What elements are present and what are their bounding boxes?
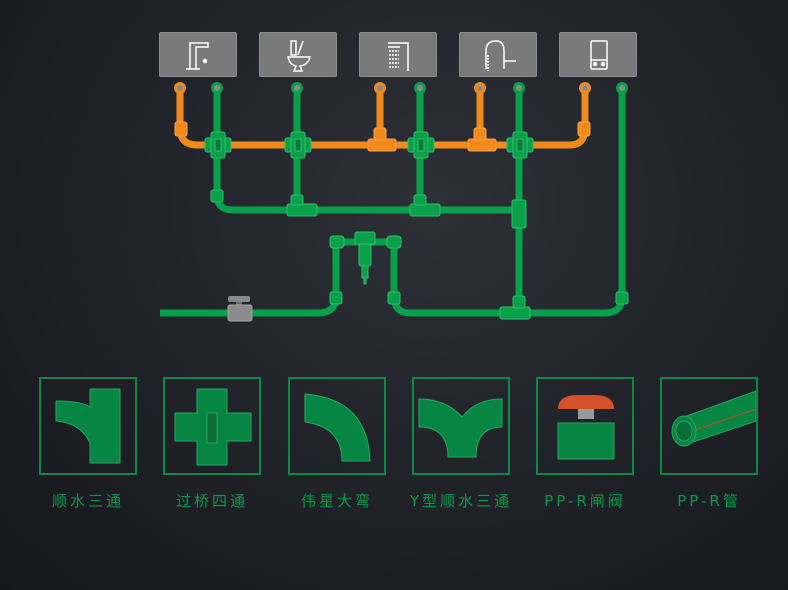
fixture-water-heater <box>559 32 637 77</box>
shower-icon <box>388 42 409 71</box>
pipe-icon <box>671 390 756 447</box>
part-smooth-tee <box>39 377 137 475</box>
part-label-bridge-cross: 过桥四通 <box>175 492 248 510</box>
fixture-toilet <box>259 32 337 77</box>
hot-cap <box>174 82 186 94</box>
elbow-filter-right <box>386 235 402 249</box>
cold-cap <box>414 82 426 94</box>
basin-faucet-icon <box>186 42 209 70</box>
hot-cap <box>474 82 486 94</box>
gate-valve-icon <box>557 395 615 460</box>
hot-cap <box>579 82 591 94</box>
part-pipe <box>660 377 758 475</box>
toilet-icon <box>287 40 311 72</box>
hot-cap <box>374 82 386 94</box>
hot-tee-kitchen-stem <box>473 127 487 141</box>
elbow-faucet <box>210 189 224 203</box>
hot-tee-shower-stem <box>373 127 387 141</box>
part-y-tee <box>412 377 510 475</box>
elbow-heater <box>615 291 629 305</box>
bridge-cross-icon <box>174 388 252 466</box>
large-elbow-icon <box>304 393 371 462</box>
water-filter-icon <box>354 231 376 285</box>
part-gate-valve <box>536 377 634 475</box>
part-label-smooth-tee: 顺水三通 <box>51 492 124 510</box>
tee-kitchen <box>511 199 527 229</box>
cold-water-pipes <box>160 88 626 317</box>
piping-diagram <box>160 82 629 322</box>
cold-pipe-inlet <box>160 245 340 317</box>
fixture-basin-faucet <box>159 32 237 77</box>
cold-cap <box>513 82 525 94</box>
part-bridge-cross <box>163 377 261 475</box>
water-heater-icon <box>590 40 608 70</box>
part-label-y-tee: Y型顺水三通 <box>409 492 513 510</box>
y-tee-icon <box>418 398 503 458</box>
tee-bottom <box>499 306 531 320</box>
hot-tee-shower <box>367 138 397 152</box>
cold-cap <box>211 82 223 94</box>
elbow-filter-left <box>329 235 345 249</box>
hot-elbow-left <box>174 121 188 137</box>
hot-fittings <box>174 121 591 152</box>
kitchen-faucet-icon <box>485 40 516 71</box>
smooth-tee-icon <box>55 388 121 464</box>
part-label-pipe: PP-R管 <box>677 492 741 510</box>
elbow-return <box>387 291 401 305</box>
fixture-kitchen-faucet <box>459 32 537 77</box>
cold-cap <box>291 82 303 94</box>
cold-fittings <box>204 131 629 320</box>
tee-toilet <box>286 203 318 217</box>
part-large-elbow <box>288 377 386 475</box>
hot-tee-kitchen <box>467 138 497 152</box>
elbow-inlet <box>329 291 343 305</box>
cold-cap <box>616 82 628 94</box>
tee-shower <box>409 203 441 217</box>
part-label-large-elbow: 伟星大弯 <box>300 492 373 510</box>
inlet-valve-icon <box>227 296 253 322</box>
part-label-gate-valve: PP-R闸阀 <box>544 492 626 510</box>
fixture-shower <box>359 32 437 77</box>
pipe-caps <box>174 82 628 94</box>
hot-elbow-right <box>577 121 591 137</box>
